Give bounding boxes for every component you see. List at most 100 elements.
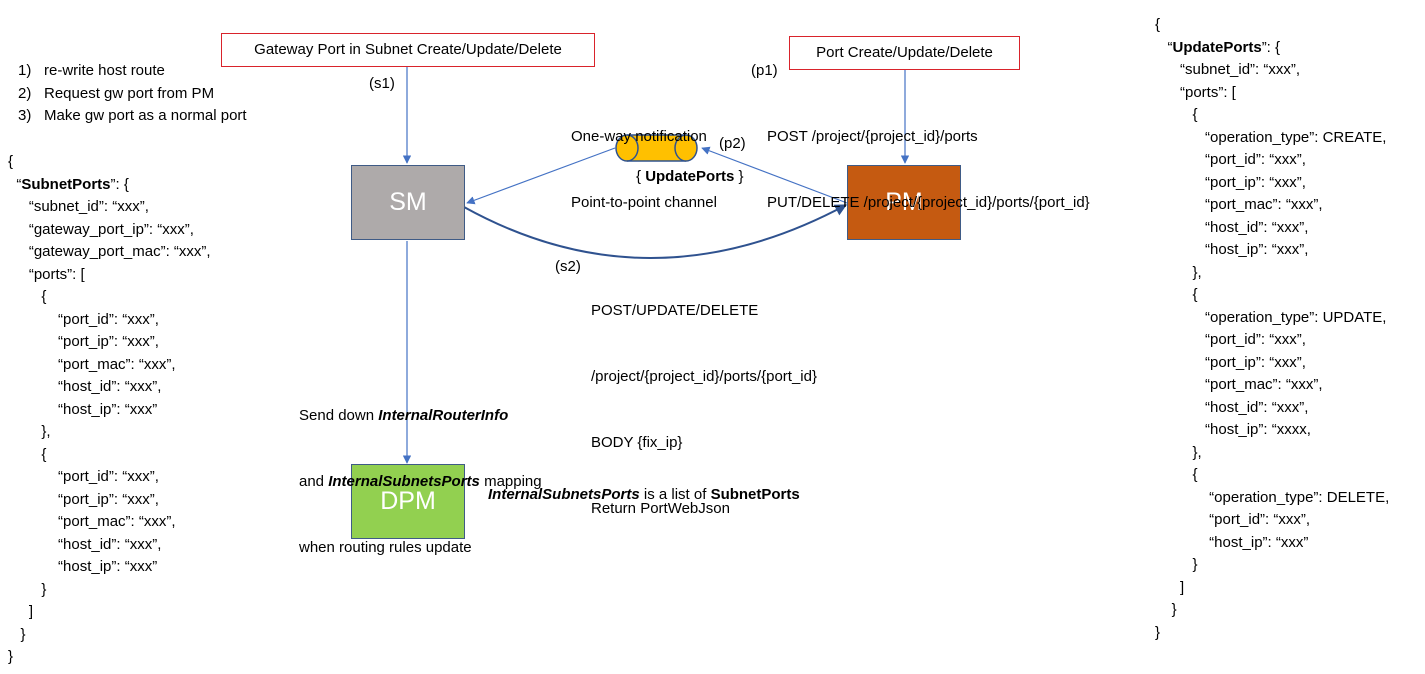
- json-line: “operation_type”: DELETE,: [1155, 488, 1390, 506]
- json-root-key: UpdatePorts: [1172, 38, 1262, 56]
- api-line: /project/{project_id}/ports/{port_id}: [591, 368, 817, 385]
- channel-line: Point-to-point channel: [571, 194, 717, 211]
- api-line: POST/UPDATE/DELETE: [591, 302, 759, 319]
- json-line: “subnet_id”: “xxx”,: [1155, 61, 1301, 78]
- json-line: {: [8, 445, 47, 463]
- subnets-ports-term: InternalSubnetsPorts: [328, 473, 480, 490]
- json-line: “port_id”: “xxx”,: [8, 310, 159, 328]
- json-line: “gateway_port_ip”: “xxx”,: [8, 220, 194, 238]
- json-line: “host_id”: “xxx”,: [8, 535, 162, 553]
- json-line: “host_id”: “xxx”,: [1155, 218, 1309, 236]
- json-line: “ports”: [: [8, 265, 85, 283]
- json-line: “port_id”: “xxx”,: [1155, 331, 1306, 348]
- json-line: “subnet_id”: “xxx”,: [8, 198, 149, 215]
- json-line: “port_id”: “xxx”,: [1155, 511, 1311, 528]
- json-line: {: [1155, 16, 1161, 33]
- arrow-s2: [463, 204, 848, 259]
- step-text: Request gw port from PM: [44, 84, 215, 102]
- step-item: 1) re-write host route: [18, 60, 247, 83]
- channel-description: One-way notification Point-to-point chan…: [571, 82, 717, 258]
- json-line: “port_ip”: “xxx”,: [1155, 353, 1306, 371]
- step-item: 2)Request gw port from PM: [18, 83, 247, 106]
- json-line: {: [1155, 466, 1198, 483]
- payload-brace: {: [636, 168, 646, 185]
- json-line: }: [1155, 556, 1198, 573]
- sm-node: SM: [351, 165, 465, 240]
- json-line: “host_ip”: “xxx”: [8, 558, 158, 575]
- json-line: {: [1155, 106, 1198, 123]
- json-root-key-line: “UpdatePorts”: {: [1155, 37, 1389, 60]
- json-line: }: [1155, 623, 1161, 641]
- json-line: “host_ip”: “xxxx,: [1155, 421, 1311, 438]
- arrow-channel-to-sm: [466, 147, 616, 205]
- step-item: 3) Make gw port as a normal port: [18, 105, 247, 128]
- api-line: PUT/DELETE /project/{project_id}/ports/{…: [767, 194, 1090, 211]
- json-line: },: [1155, 263, 1202, 281]
- subnet-ports-term: SubnetPorts: [710, 486, 800, 503]
- payload-brace: }: [734, 168, 744, 185]
- subnets-ports-term: InternalSubnetsPorts: [488, 486, 640, 503]
- json-line: ]: [8, 603, 34, 620]
- gateway-trigger-box: Gateway Port in Subnet Create/Update/Del…: [221, 33, 595, 67]
- json-line: }: [8, 648, 14, 665]
- label-s1: (s1): [369, 75, 395, 92]
- text: ”: {: [110, 175, 129, 193]
- api-line: Return PortWebJson: [591, 500, 730, 517]
- pm-node: PM: [847, 165, 961, 240]
- label-p1: (p1): [751, 62, 778, 79]
- json-line: “host_id”: “xxx”,: [8, 378, 162, 395]
- text: “: [8, 175, 22, 193]
- payload-name: UpdatePorts: [645, 168, 735, 185]
- json-line: “operation_type”: CREATE,: [1155, 128, 1387, 146]
- channel-cylinder: [615, 134, 698, 162]
- json-line: }: [8, 580, 47, 598]
- s2-api-text: POST/UPDATE/DELETE /project/{project_id}…: [591, 256, 817, 564]
- step-number: 1): [18, 62, 32, 79]
- dpm-note: InternalSubnetsPorts is a list of Subnet…: [488, 484, 800, 506]
- step-number: 3): [18, 107, 32, 124]
- json-root-key: SubnetPorts: [21, 175, 111, 193]
- json-line: }: [8, 625, 26, 643]
- json-line: “host_id”: “xxx”,: [1155, 398, 1309, 416]
- channel-payload: { UpdatePorts }: [636, 166, 744, 188]
- json-line: “port_mac”: “xxx”,: [1155, 376, 1323, 393]
- json-line: },: [8, 423, 51, 440]
- step-text: re-write host route: [44, 62, 165, 79]
- update-ports-json: { “UpdatePorts”: { “subnet_id”: “xxx”, “…: [1155, 14, 1389, 644]
- json-root-key-line: “SubnetPorts”: {: [8, 174, 211, 197]
- json-line: “port_ip”: “xxx”,: [1155, 173, 1306, 191]
- p1-api-text: POST /project/{project_id}/ports PUT/DEL…: [767, 82, 1090, 258]
- json-line: {: [8, 288, 47, 305]
- json-line: “host_ip”: “xxx”,: [1155, 241, 1309, 258]
- json-line: “ports”: [: [1155, 83, 1236, 101]
- json-line: {: [8, 153, 14, 170]
- port-trigger-box: Port Create/Update/Delete: [789, 36, 1020, 70]
- json-line: “operation_type”: UPDATE,: [1155, 308, 1387, 326]
- text: mapping: [479, 473, 542, 490]
- json-line: “port_ip”: “xxx”,: [8, 490, 159, 508]
- json-line: “host_ip”: “xxx”: [1155, 533, 1309, 551]
- send-down-line: Send down InternalRouterInfo: [299, 405, 542, 427]
- json-line: {: [1155, 286, 1198, 303]
- text: ”: {: [1261, 38, 1281, 56]
- dpm-node: DPM: [351, 464, 465, 539]
- api-line: POST /project/{project_id}/ports: [767, 128, 978, 145]
- label-s2: (s2): [555, 258, 581, 275]
- json-line: “gateway_port_mac”: “xxx”,: [8, 243, 211, 260]
- step-text: Make gw port as a normal port: [44, 107, 247, 124]
- json-line: },: [1155, 443, 1202, 461]
- json-line: “port_mac”: “xxx”,: [8, 513, 176, 530]
- label-p2: (p2): [719, 135, 746, 152]
- text: is a list of: [639, 486, 711, 503]
- json-line: “port_mac”: “xxx”,: [1155, 196, 1323, 213]
- gateway-steps-list: 1) re-write host route 2)Request gw port …: [18, 60, 247, 128]
- json-line: “port_id”: “xxx”,: [1155, 151, 1306, 168]
- json-line: “host_ip”: “xxx”: [8, 400, 158, 418]
- channel-line: One-way notification: [571, 128, 707, 145]
- router-info-term: InternalRouterInfo: [378, 407, 509, 424]
- json-line: “port_ip”: “xxx”,: [8, 333, 159, 350]
- json-line: }: [1155, 601, 1177, 618]
- json-line: “port_mac”: “xxx”,: [8, 355, 176, 373]
